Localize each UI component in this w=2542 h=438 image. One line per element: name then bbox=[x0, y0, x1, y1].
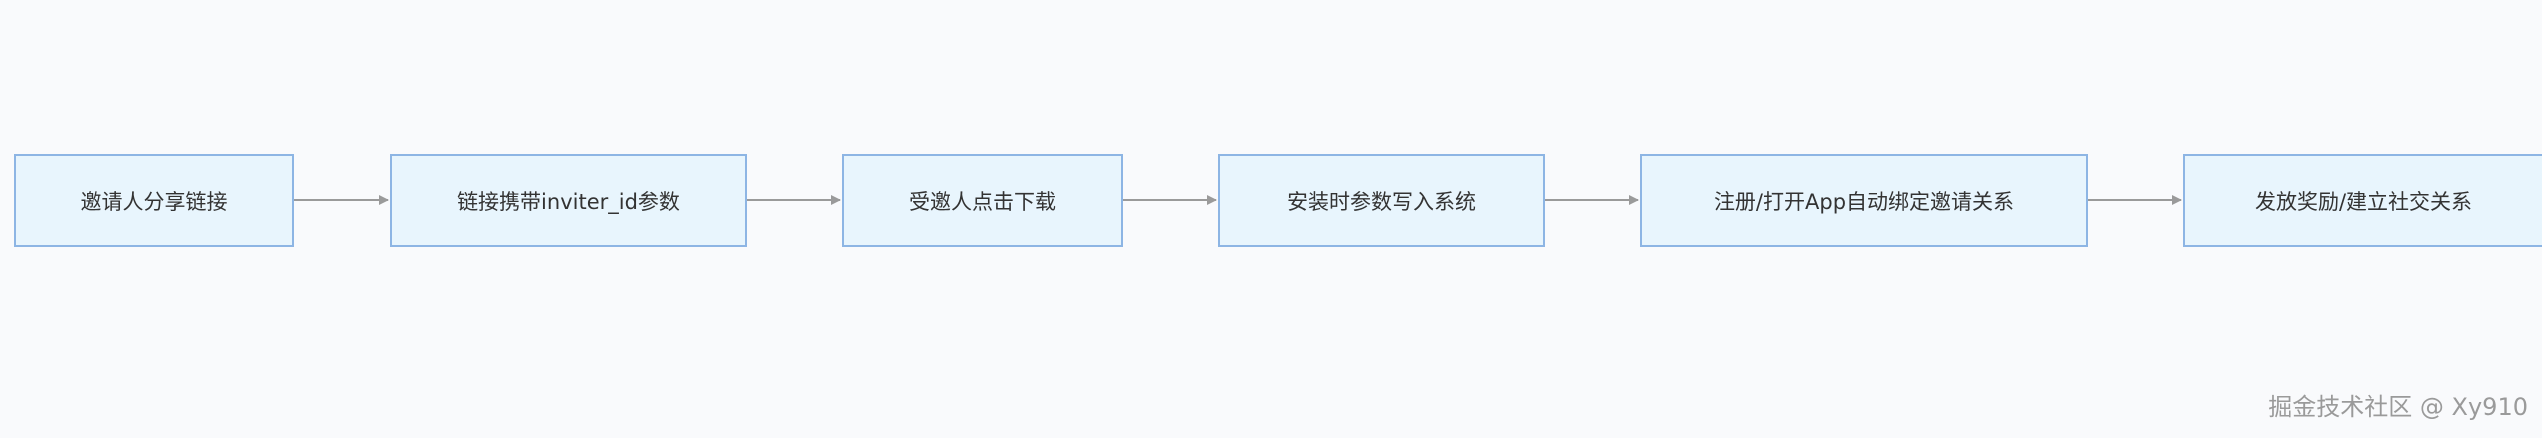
node-label: 注册/打开App自动绑定邀请关系 bbox=[1713, 189, 2015, 214]
node-reward-social-relation: 发放奖励/建立社交关系 bbox=[2183, 154, 2542, 247]
node-inviter-share-link: 邀请人分享链接 bbox=[14, 154, 294, 247]
node-invitee-click-download: 受邀人点击下载 bbox=[842, 154, 1123, 247]
node-link-carries-param: 链接携带inviter_id参数 bbox=[390, 154, 747, 247]
node-label: 发放奖励/建立社交关系 bbox=[2254, 189, 2473, 214]
node-label: 邀请人分享链接 bbox=[80, 189, 228, 214]
node-register-bind-relation: 注册/打开App自动绑定邀请关系 bbox=[1640, 154, 2088, 247]
watermark: 掘金技术社区 @ Xy910 bbox=[2268, 393, 2528, 421]
node-label: 链接携带inviter_id参数 bbox=[457, 189, 680, 214]
node-install-write-param: 安装时参数写入系统 bbox=[1218, 154, 1545, 247]
node-label: 安装时参数写入系统 bbox=[1287, 189, 1476, 214]
node-label: 受邀人点击下载 bbox=[909, 189, 1056, 214]
